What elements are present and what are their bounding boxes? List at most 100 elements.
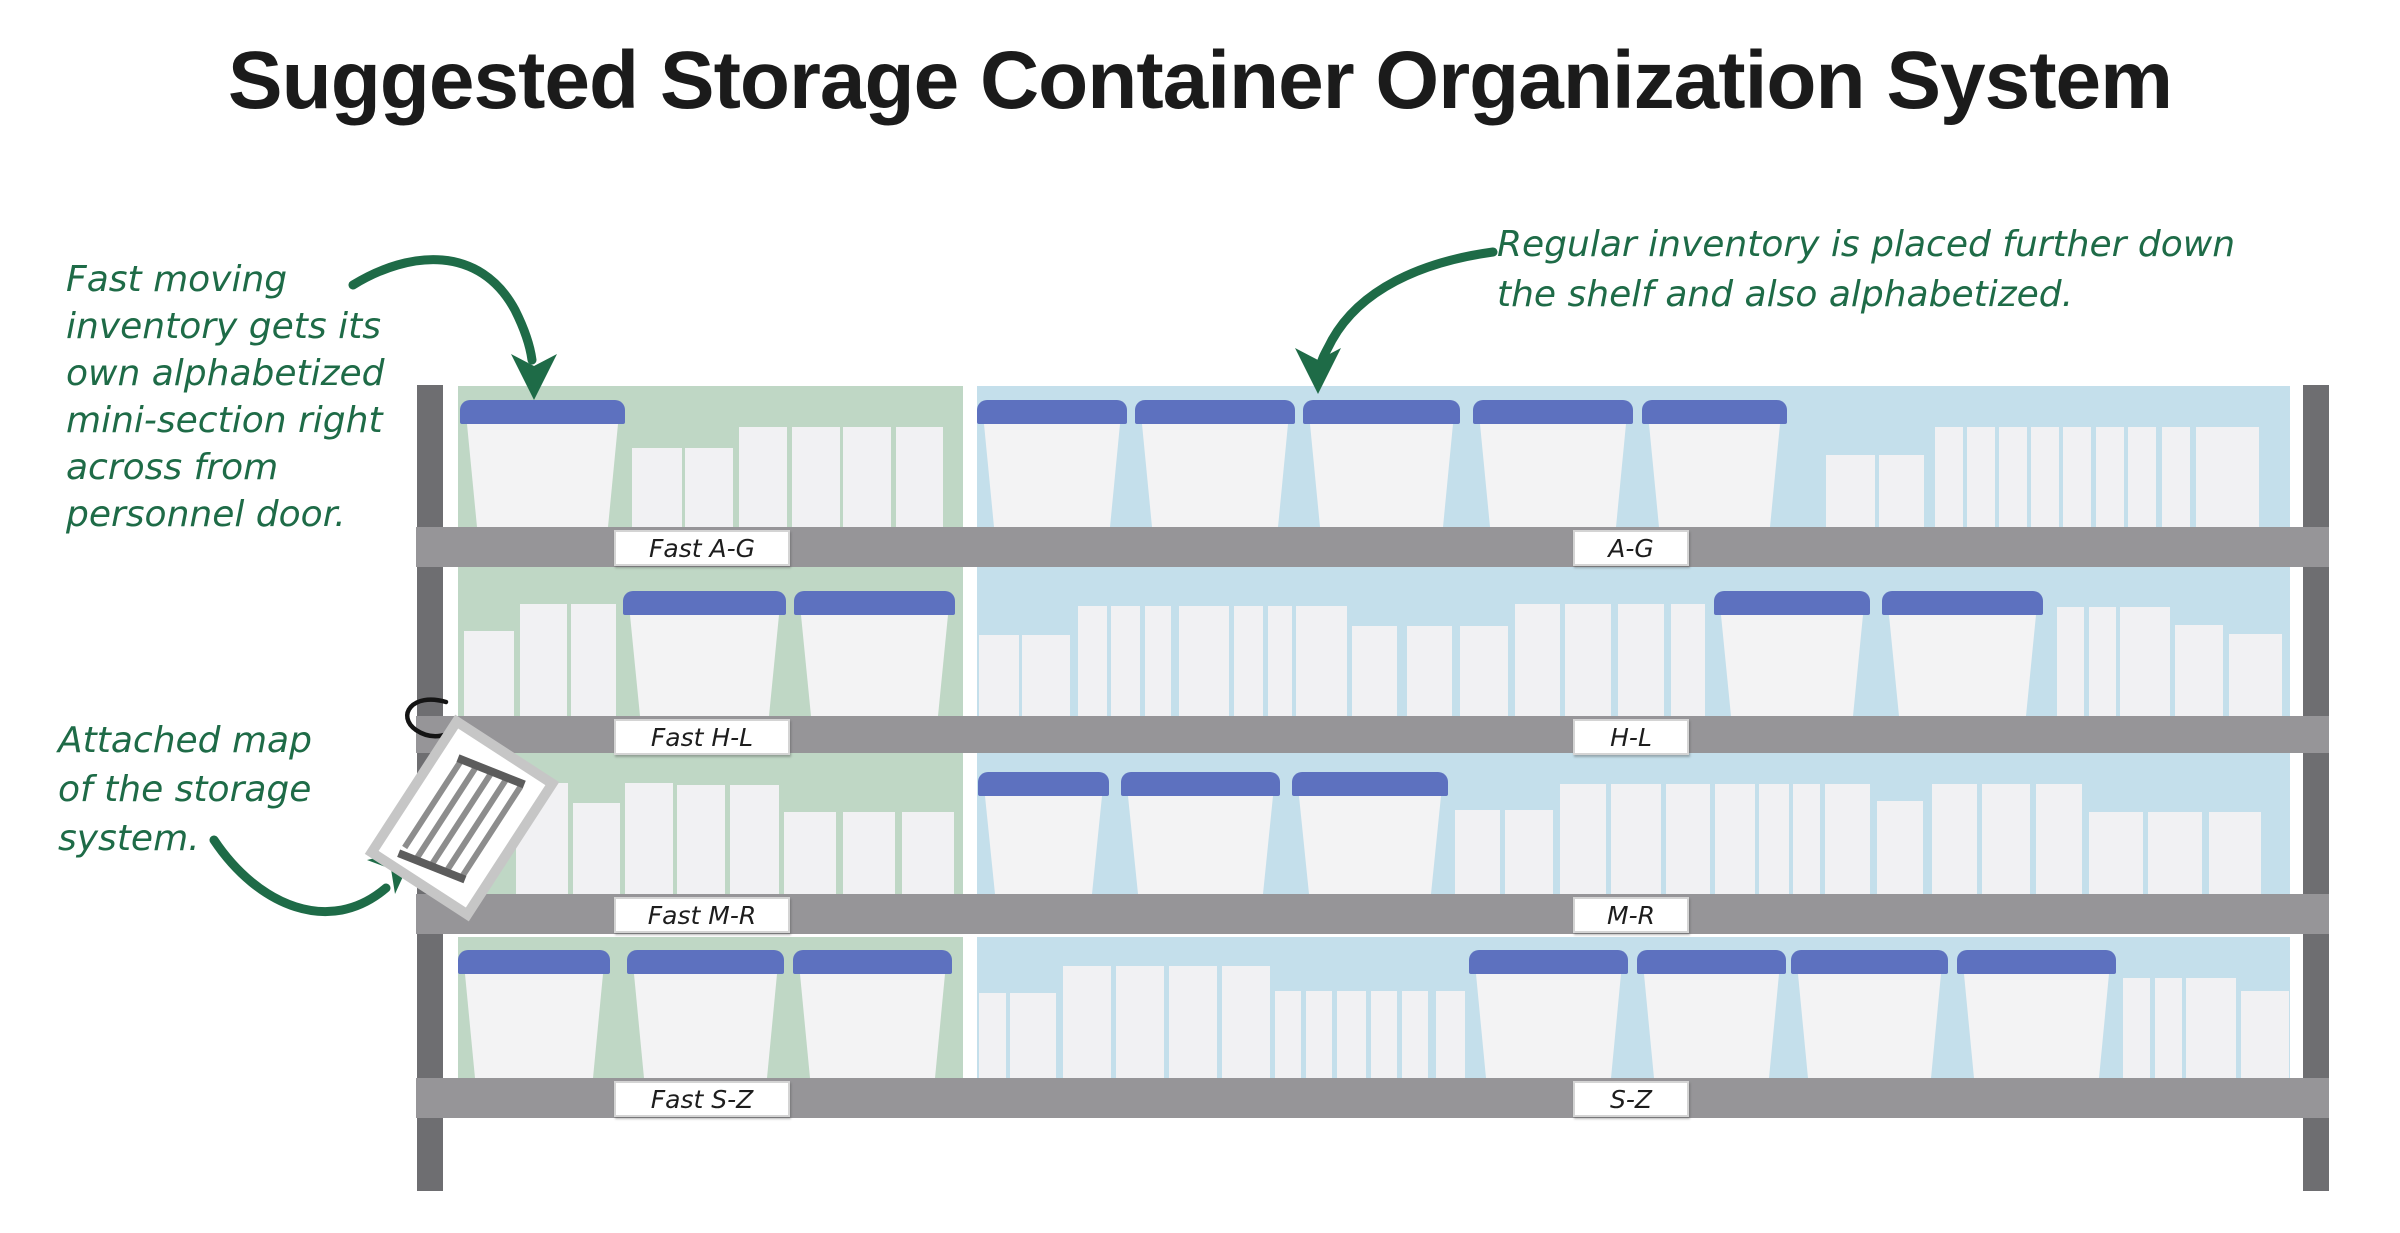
inventory-box <box>1436 991 1465 1078</box>
inventory-box <box>979 993 1006 1078</box>
shelf-post-right <box>2303 385 2329 1191</box>
bin-body <box>1649 424 1780 527</box>
inventory-box <box>843 427 891 527</box>
bin-lid <box>1135 400 1295 424</box>
inventory-box <box>2096 427 2124 527</box>
inventory-box <box>516 783 568 894</box>
bin-body <box>465 974 603 1078</box>
inventory-box <box>1505 810 1553 894</box>
storage-bin <box>1303 400 1460 527</box>
inventory-box <box>1234 606 1263 716</box>
inventory-box <box>1982 784 2030 894</box>
inventory-box <box>1879 455 1924 527</box>
inventory-box <box>464 631 514 716</box>
inventory-box <box>1932 784 1977 894</box>
regular-section-row3 <box>977 753 2290 894</box>
bin-lid <box>978 772 1109 796</box>
storage-bin <box>1642 400 1787 527</box>
storage-bin <box>458 950 610 1078</box>
bin-lid <box>1469 950 1628 974</box>
storage-bin <box>460 400 625 527</box>
inventory-box <box>1022 635 1070 716</box>
bin-body <box>1310 424 1453 527</box>
bin-body <box>1889 615 2036 716</box>
inventory-box <box>1967 427 1995 527</box>
storage-bin <box>1135 400 1295 527</box>
storage-bin <box>794 591 955 716</box>
bin-lid <box>977 400 1127 424</box>
inventory-box <box>1715 784 1755 894</box>
inventory-box <box>2196 427 2259 527</box>
inventory-box <box>1825 784 1870 894</box>
inventory-box <box>1877 801 1923 894</box>
inventory-box <box>520 604 567 716</box>
bin-lid <box>1121 772 1280 796</box>
inventory-box <box>2128 427 2156 527</box>
bin-body <box>1299 796 1441 894</box>
fast-section-row3 <box>458 753 963 894</box>
inventory-box <box>1275 991 1301 1078</box>
bin-lid <box>458 950 610 974</box>
storage-bin <box>1473 400 1633 527</box>
fast-section-row2 <box>458 567 963 716</box>
inventory-box <box>843 812 895 894</box>
inventory-box <box>1010 993 1056 1078</box>
bin-body <box>1480 424 1626 527</box>
inventory-box <box>571 604 616 716</box>
inventory-box <box>1145 606 1171 716</box>
storage-bin <box>977 400 1127 527</box>
bin-lid <box>1957 950 2116 974</box>
inventory-box <box>792 427 840 527</box>
bin-body <box>1128 796 1273 894</box>
inventory-box <box>632 448 682 527</box>
inventory-box <box>1793 784 1820 894</box>
storage-bin <box>1469 950 1628 1078</box>
bin-body <box>467 424 618 527</box>
fast-section-row4 <box>458 937 963 1078</box>
bin-lid <box>794 591 955 615</box>
inventory-box <box>1179 606 1229 716</box>
inventory-box <box>573 803 620 894</box>
shelf-label-fast-a-g: Fast A-G <box>614 530 790 566</box>
bin-body <box>984 424 1120 527</box>
regular-section-row1 <box>977 386 2290 527</box>
inventory-box <box>784 812 836 894</box>
inventory-box <box>1671 604 1705 716</box>
inventory-box <box>1618 604 1664 716</box>
bin-body <box>1476 974 1621 1078</box>
inventory-box <box>2229 634 2282 716</box>
annotation-attached-map: Attached map of the storage system. <box>58 720 312 859</box>
bin-body <box>985 796 1102 894</box>
inventory-box <box>2186 978 2236 1078</box>
shelf-label-m-r: M-R <box>1573 897 1689 933</box>
shelf-label-a-g: A-G <box>1573 530 1689 566</box>
inventory-box <box>1407 626 1452 716</box>
storage-bin <box>1791 950 1948 1078</box>
inventory-box <box>1999 427 2027 527</box>
bin-lid <box>1714 591 1870 615</box>
inventory-box <box>1935 427 1963 527</box>
inventory-box <box>1078 606 1107 716</box>
shelf-label-fast-m-r: Fast M-R <box>614 897 790 933</box>
bin-body <box>800 974 945 1078</box>
inventory-box <box>2063 427 2091 527</box>
inventory-box <box>1455 810 1500 894</box>
storage-bin <box>1714 591 1870 716</box>
storage-bin <box>1121 772 1280 894</box>
shelf-bar-3: Fast M-R M-R <box>416 894 2329 934</box>
bin-body <box>1964 974 2109 1078</box>
inventory-box <box>1296 606 1347 716</box>
inventory-box <box>2057 607 2084 716</box>
inventory-box <box>1666 784 1710 894</box>
inventory-box <box>677 785 725 894</box>
arrow-to-regular-section <box>1295 247 1498 394</box>
shelf-bar-4: Fast S-Z S-Z <box>416 1078 2329 1118</box>
storage-bin <box>627 950 784 1078</box>
inventory-box <box>460 820 482 894</box>
annotation-fast-inventory: Fast moving inventory gets its own alpha… <box>66 259 385 535</box>
bin-body <box>630 615 779 716</box>
inventory-box <box>2089 812 2143 894</box>
bin-lid <box>1473 400 1633 424</box>
page-title: Suggested Storage Container Organization… <box>227 35 2173 126</box>
bin-lid <box>1791 950 1948 974</box>
